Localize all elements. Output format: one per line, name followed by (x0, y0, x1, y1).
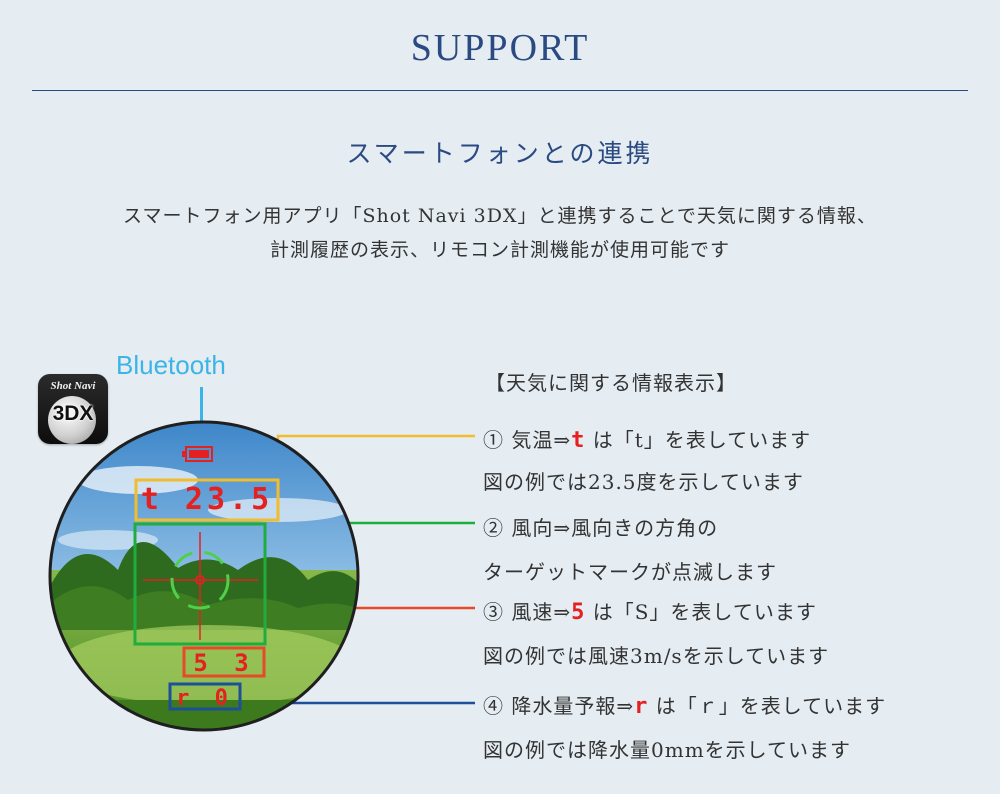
legend-wind-direction-line-1: ② 風向⇒風向きの方角の (483, 516, 719, 540)
legend-wind-speed-glyph: 5 (571, 600, 586, 625)
legend-wind-speed-prefix: ③ 風速⇒ (483, 600, 572, 624)
title-divider (32, 90, 968, 91)
rangefinder-viewfinder: t 23.5 5 3 r 0 (48, 420, 360, 732)
bluetooth-label: Bluetooth (116, 350, 226, 380)
section-subtitle: スマートフォンとの連携 (346, 139, 654, 168)
legend-wind-speed-line-1: ③ 風速⇒5 は「S」を表しています (483, 596, 817, 625)
viewfinder-scene (50, 422, 358, 730)
legend-rain-suffix: は「ｒ」を表しています (655, 694, 887, 718)
legend-wind-direction-line-2: ターゲットマークが点滅します (483, 560, 777, 584)
rain-readout: r 0 (176, 686, 234, 711)
intro-line-2: 計測履歴の表示、リモコン計測機能が使用可能です (269, 239, 730, 261)
legend-wind-speed-suffix: は「S」を表しています (592, 600, 817, 624)
legend-temp-line-1: ① 気温⇒t は「t」を表しています (483, 424, 811, 453)
rain-highlight-box (168, 682, 242, 711)
wind-speed-highlight-box (182, 646, 266, 678)
golf-ball-icon (48, 396, 96, 444)
legend-temp-suffix: は「t」を表しています (592, 428, 812, 452)
bluetooth-connector-line (200, 387, 203, 421)
legend-temp-prefix: ① 気温⇒ (483, 428, 572, 452)
intro-line-1: スマートフォン用アプリ「Shot Navi 3DX」と連携することで天気に関する… (123, 205, 877, 227)
legend-temp-glyph: t (571, 428, 586, 453)
page-title: SUPPORT (410, 27, 590, 69)
app-icon-brand: Shot Navi (50, 380, 96, 392)
shot-navi-app-icon: Shot Navi 3DX (38, 374, 108, 444)
legend-wind-speed-line-2: 図の例では風速3m/sを示しています (483, 644, 830, 668)
battery-icon (182, 446, 213, 462)
temp-readout: t 23.5 (141, 482, 273, 517)
legend-rain-glyph: r (634, 694, 649, 719)
temp-highlight-box (134, 478, 280, 522)
target-mark (170, 550, 230, 610)
wind-readout: 5 3 (193, 649, 254, 677)
legend-rain-line-2: 図の例では降水量0mmを示しています (483, 738, 852, 762)
legend-title: 【天気に関する情報表示】 (485, 371, 737, 395)
wind-direction-highlight-box (133, 522, 267, 646)
app-icon-model: 3DX (52, 402, 94, 425)
legend-rain-line-1: ④ 降水量予報⇒r は「ｒ」を表しています (483, 690, 886, 719)
legend-rain-prefix: ④ 降水量予報⇒ (483, 694, 635, 718)
legend-temp-line-2: 図の例では23.5度を示しています (483, 470, 804, 494)
lens-rim (48, 420, 360, 732)
intro-text: スマートフォン用アプリ「Shot Navi 3DX」と連携することで天気に関する… (0, 199, 1000, 267)
